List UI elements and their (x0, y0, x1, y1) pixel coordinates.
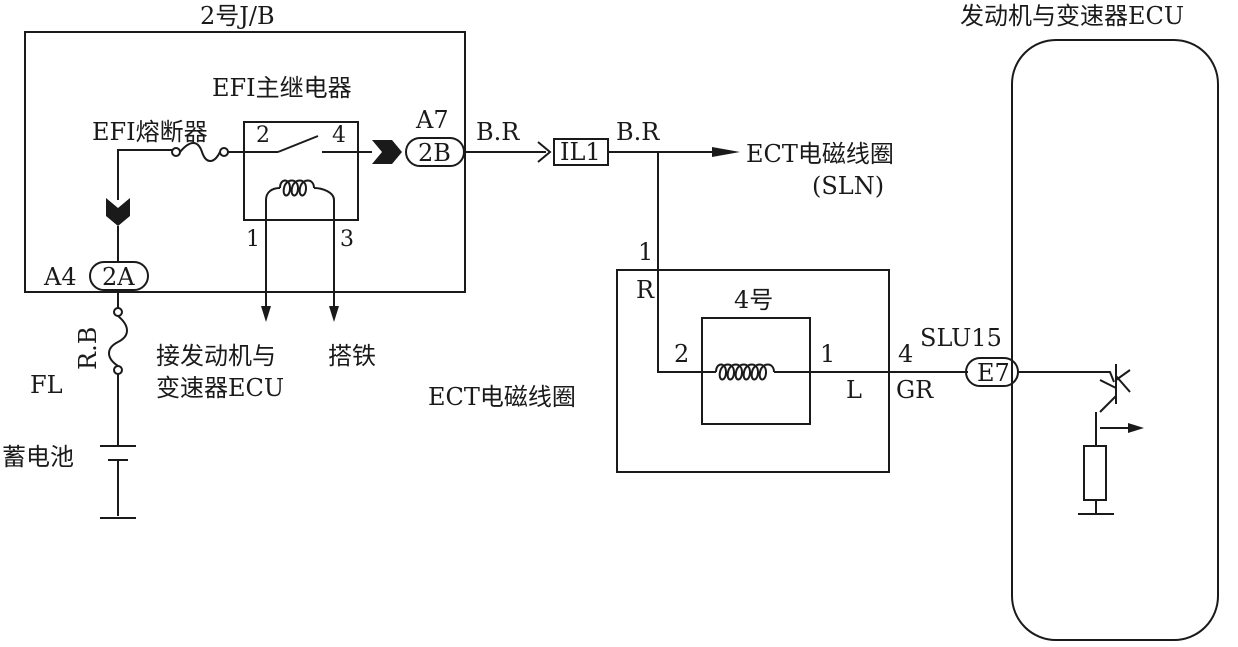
ecu-resistor (1083, 445, 1107, 501)
connector-arrow-a7 (372, 140, 402, 164)
wire-r-drop (657, 152, 716, 373)
fl-element (108, 315, 128, 367)
fuse-terminal-left (171, 147, 181, 157)
efi-relay-label: EFI主继电器 (212, 74, 352, 102)
ecu-box (1011, 39, 1219, 641)
ground-label: 搭铁 (328, 342, 376, 370)
solenoid-coil (715, 363, 775, 381)
arrow-to-ecu (261, 306, 271, 322)
connector-arrow-a4 (106, 198, 130, 226)
efi-fuse-label: EFI熔断器 (92, 118, 208, 146)
relay-pin-1: 1 (246, 227, 260, 252)
fl-terminal-top (113, 307, 123, 317)
relay-coil (279, 179, 315, 197)
efi-relay-box (243, 121, 359, 221)
wire-rb: R.B (74, 327, 102, 370)
connector-il1: IL1 (560, 138, 601, 166)
wire-ecu-base (1018, 371, 1115, 383)
box-pin-4: 4 (898, 340, 913, 368)
connector-2a: 2A (102, 263, 135, 291)
ecu-title: 发动机与变速器ECU (960, 2, 1184, 30)
relay-pin-4: 4 (332, 123, 346, 148)
emitter-arrow-head (1128, 423, 1144, 433)
ect-solenoid-label: ECT电磁线圈 (428, 383, 576, 411)
coil-lead-left (265, 187, 281, 312)
wire-fuse-feed (117, 149, 172, 200)
transistor-collector-up (1115, 369, 1131, 381)
connector-2b: 2B (418, 139, 451, 167)
jb-box (24, 31, 466, 293)
solenoid-no4: 4号 (734, 286, 773, 314)
coil-pin-1: 1 (820, 340, 835, 368)
wire-br-2: B.R (616, 118, 660, 146)
transistor-emitter (1099, 395, 1117, 413)
connector-a7: A7 (415, 106, 449, 134)
fl-label: FL (30, 371, 63, 399)
to-ecu-line2: 变速器ECU (156, 374, 284, 402)
connector-e7: E7 (977, 359, 1010, 387)
fuse-element (179, 142, 221, 162)
relay-pin-3: 3 (340, 227, 354, 252)
connector-a4: A4 (43, 263, 77, 291)
to-ecu-line1: 接发动机与 (156, 342, 276, 370)
arrow-sln (712, 147, 740, 157)
relay-switch-contact (277, 135, 319, 153)
ect-sln-line2: (SLN) (812, 172, 884, 200)
coil-pin-2: 2 (674, 340, 689, 368)
transistor-base-in (1099, 379, 1117, 389)
ect-sln-line1: ECT电磁线圈 (746, 140, 894, 168)
box-pin-1: 1 (638, 238, 653, 266)
wire-br-1: B.R (476, 118, 520, 146)
coil-lead-right (313, 187, 335, 312)
fuse-terminal-right (219, 147, 229, 157)
relay-pin-2: 2 (256, 123, 270, 148)
arrow-to-ground (329, 306, 339, 322)
terminal-slu: SLU15 (920, 324, 1002, 352)
battery-label: 蓄电池 (2, 443, 74, 471)
jb-title: 2号J/B (200, 2, 275, 30)
wire-l: L (846, 376, 862, 404)
il1-chevron (537, 141, 552, 163)
fl-terminal-bottom (113, 365, 123, 375)
wire-r: R (636, 276, 655, 304)
wire-gr: GR (896, 376, 934, 404)
